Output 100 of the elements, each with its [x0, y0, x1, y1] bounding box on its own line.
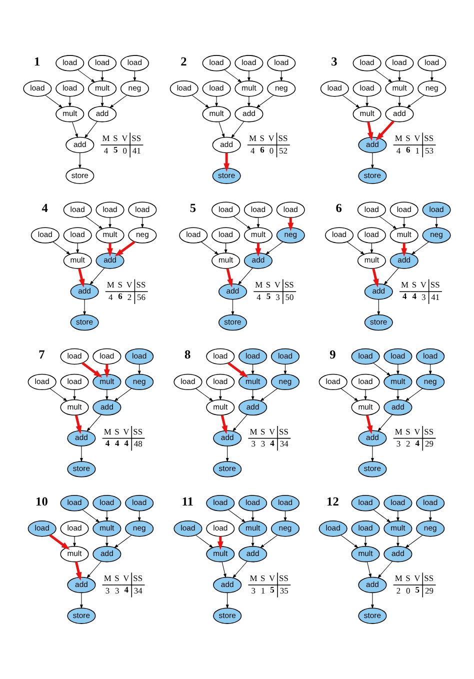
label: 4: [256, 292, 261, 302]
label: S: [406, 132, 410, 143]
label: 41: [431, 292, 440, 302]
label: 1: [260, 585, 266, 596]
label: M: [394, 426, 402, 436]
label: 2: [180, 54, 187, 68]
label: SS: [424, 132, 434, 143]
label: 53: [424, 145, 434, 156]
label: M: [250, 572, 258, 583]
label: V: [122, 132, 128, 143]
label: 4: [124, 438, 129, 448]
label: SS: [133, 426, 143, 436]
label: 3: [421, 292, 426, 302]
label: V: [414, 572, 420, 583]
label: 0: [269, 145, 274, 156]
label: S: [114, 572, 120, 583]
label: S: [114, 426, 120, 436]
label: V: [414, 426, 420, 436]
label: S: [266, 280, 271, 290]
label: SS: [284, 280, 294, 290]
label: 2: [396, 585, 401, 596]
label: M: [255, 280, 263, 290]
label: SS: [278, 132, 288, 143]
label: M: [106, 280, 114, 290]
label: M: [394, 572, 402, 583]
label: 1: [415, 145, 420, 156]
label: 4: [108, 292, 113, 302]
label: V: [269, 572, 276, 583]
label: M: [248, 132, 257, 143]
label: 41: [132, 145, 141, 156]
label: 34: [280, 438, 288, 449]
label: 4: [412, 291, 416, 302]
label: 4: [270, 438, 274, 448]
label: S: [260, 572, 266, 583]
label: SS: [424, 572, 434, 583]
label: 3: [331, 54, 338, 68]
label: 8: [184, 348, 191, 362]
label: SS: [430, 280, 440, 290]
label: V: [414, 132, 420, 143]
label: 4: [115, 438, 120, 448]
label: 1: [34, 54, 40, 68]
label: V: [274, 280, 281, 290]
label: 4: [124, 584, 129, 595]
label: M: [104, 572, 112, 583]
label: 4: [105, 438, 110, 448]
label: 5: [113, 144, 118, 155]
label: V: [420, 280, 426, 290]
label: 6: [336, 200, 342, 215]
label: 0: [122, 145, 128, 156]
label: V: [268, 132, 274, 143]
label: SS: [132, 132, 142, 143]
label: V: [126, 280, 132, 290]
label: M: [102, 132, 110, 143]
label: 50: [285, 292, 294, 302]
label: 5: [415, 584, 420, 595]
label: 4: [396, 145, 401, 156]
label: 3: [276, 292, 280, 302]
label: 3: [105, 585, 110, 596]
label: 3: [251, 585, 256, 596]
label: 29: [424, 585, 434, 596]
label: 6: [406, 144, 410, 155]
label: 3: [260, 438, 266, 449]
label: 4: [402, 291, 407, 302]
label: V: [269, 426, 276, 436]
label: 4: [415, 438, 420, 448]
label: S: [412, 280, 417, 290]
label: 6: [118, 291, 122, 302]
label: 0: [406, 585, 410, 596]
label: 34: [134, 585, 142, 596]
label: 5: [266, 291, 271, 302]
label: 5: [270, 584, 274, 595]
label: M: [104, 426, 112, 436]
label: SS: [424, 426, 434, 436]
label: M: [401, 280, 409, 290]
label: 4: [250, 145, 255, 156]
label: 3: [115, 585, 120, 596]
label: 2: [406, 438, 410, 449]
label: 12: [326, 494, 339, 508]
label: 3: [396, 438, 401, 449]
label: SS: [136, 280, 146, 290]
label: S: [260, 426, 266, 436]
label: SS: [133, 572, 143, 583]
label: 35: [280, 585, 288, 596]
label: 11: [182, 494, 194, 508]
label: V: [123, 572, 130, 583]
label: S: [260, 132, 264, 143]
label: 29: [424, 438, 434, 449]
label: SS: [279, 426, 289, 436]
label: 6: [260, 144, 264, 155]
label: SS: [279, 572, 289, 583]
label: 52: [279, 145, 288, 156]
label: 7: [38, 348, 45, 362]
label: M: [394, 132, 402, 143]
label: 4: [104, 145, 108, 156]
label: M: [250, 426, 258, 436]
label: S: [113, 132, 118, 143]
label: V: [123, 426, 130, 436]
label: S: [406, 572, 410, 583]
label: S: [118, 280, 122, 290]
label: 4: [42, 200, 48, 215]
